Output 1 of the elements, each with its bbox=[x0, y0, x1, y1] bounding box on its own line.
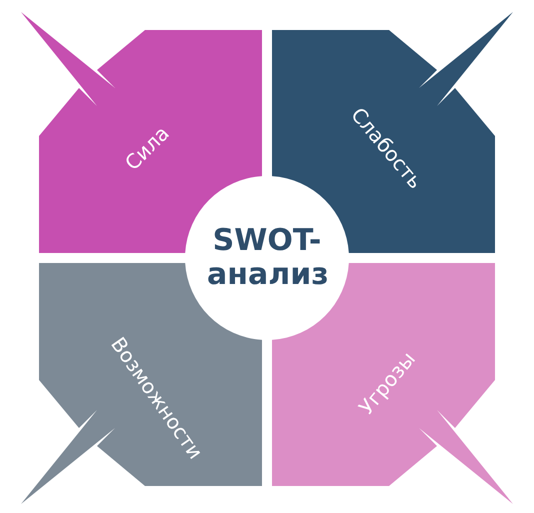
center-title: SWOT-анализ bbox=[207, 224, 327, 292]
